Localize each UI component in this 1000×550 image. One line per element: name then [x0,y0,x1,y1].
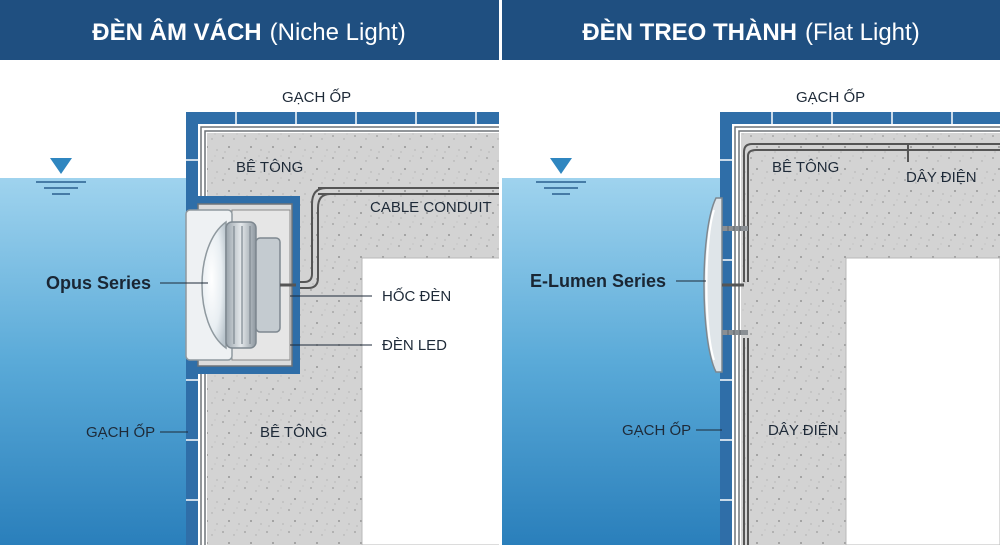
label-right-wire-top: DÂY ĐIỆN [906,169,977,186]
water-level-icon [536,158,586,195]
label-cable-conduit: CABLE CONDUIT [370,199,492,216]
left-membrane [200,126,500,545]
left-inner-space [361,257,501,546]
right-header-title: ĐÈN TREO THÀNH (Flat Light) [582,18,919,46]
right-tile-layer [720,112,1000,545]
mounting-screws [722,226,748,335]
left-cable-conduit [296,187,327,283]
right-leaders [676,280,722,431]
right-water [502,178,722,545]
left-title-main: ĐÈN ÂM VÁCH [92,18,261,46]
label-led: ĐÈN LED [382,337,447,354]
right-title-main: ĐÈN TREO THÀNH [582,18,797,46]
label-left-tile-top: GẠCH ỐP [282,88,351,106]
panel-divider [499,0,502,545]
right-header: ĐÈN TREO THÀNH (Flat Light) [502,0,1000,60]
label-left-concrete-top: BÊ TÔNG [236,159,303,176]
left-water [0,178,188,545]
label-right-concrete-top: BÊ TÔNG [772,159,839,176]
label-left-concrete-bottom: BÊ TÔNG [260,424,327,441]
label-right-tile-top: GẠCH ỐP [796,88,865,106]
water-level-icon [36,158,86,195]
right-wires [743,143,1000,545]
e-lumen-flat-light [703,197,744,373]
left-title-sub: (Niche Light) [270,19,406,46]
right-membrane [734,126,1000,545]
right-title-sub: (Flat Light) [805,19,920,46]
left-header-title: ĐÈN ÂM VÁCH (Niche Light) [92,18,405,46]
label-e-lumen-series: E-Lumen Series [530,271,666,291]
opus-led-light [185,209,296,361]
left-panel: GẠCH ỐP BÊ TÔNG CABLE CONDUIT Opus Serie… [0,88,501,546]
right-inner-space [845,257,1000,546]
label-right-tile-side: GẠCH ỐP [622,421,691,439]
left-header: ĐÈN ÂM VÁCH (Niche Light) [0,0,499,60]
label-niche: HỐC ĐÈN [382,287,451,305]
label-right-wire-bottom: DÂY ĐIỆN [768,422,839,439]
left-leaders [160,282,372,433]
label-opus-series: Opus Series [46,273,151,293]
label-left-tile-side: GẠCH ỐP [86,423,155,441]
right-panel: GẠCH ỐP BÊ TÔNG DÂY ĐIỆN E-Lumen Series … [502,88,1000,546]
